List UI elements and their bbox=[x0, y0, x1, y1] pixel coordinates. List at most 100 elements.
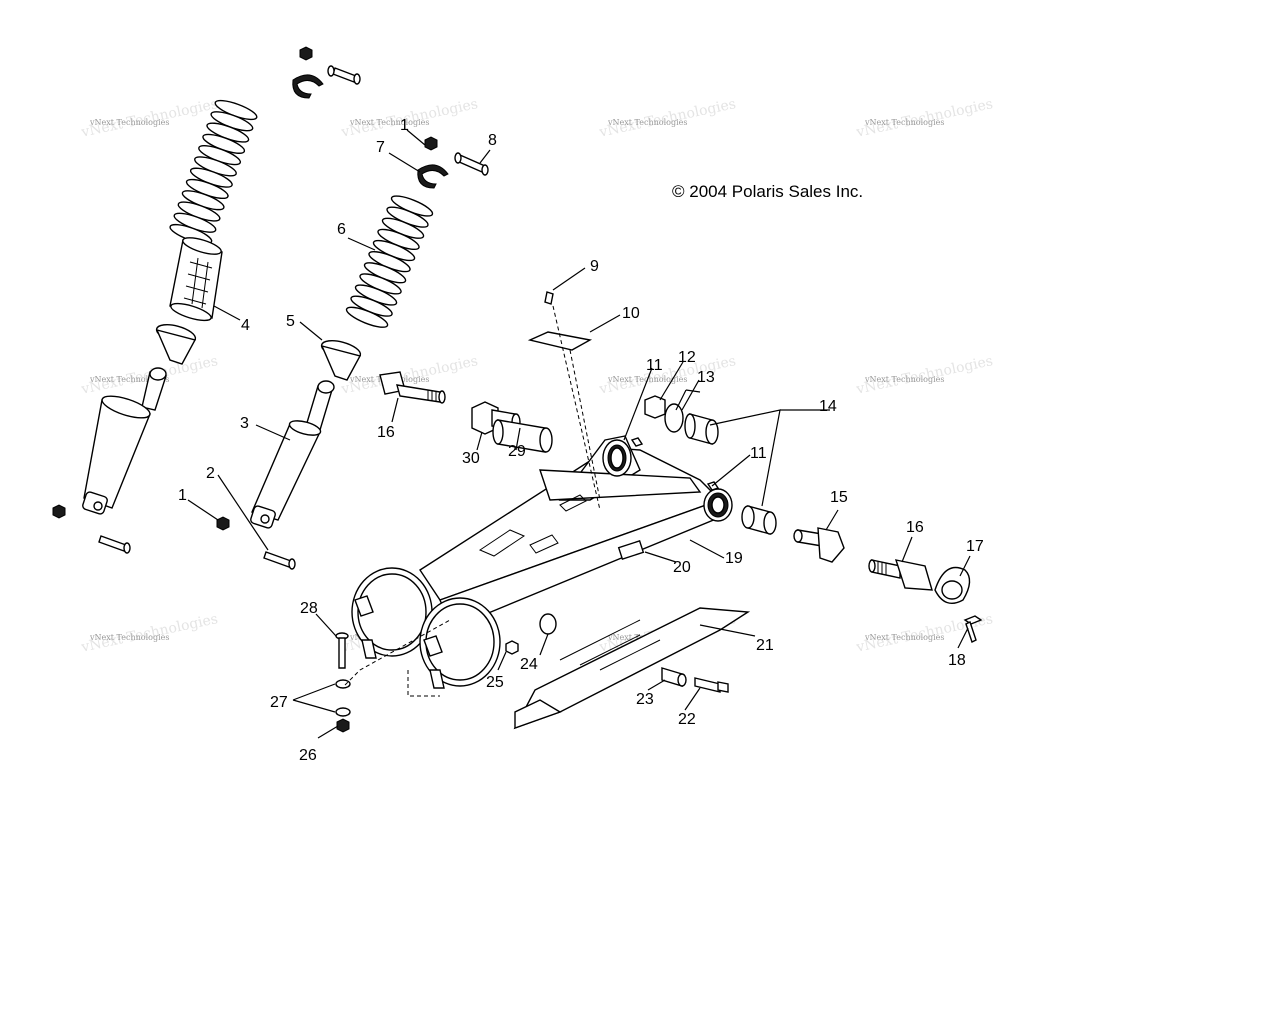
cone-bumper-right bbox=[320, 339, 362, 381]
grease-fitting bbox=[706, 481, 720, 491]
pivot-nut bbox=[644, 395, 666, 419]
upper-nut bbox=[424, 136, 438, 151]
callout-16-lower: 16 bbox=[906, 519, 924, 536]
lock-nut bbox=[336, 718, 350, 733]
pivot-shaft-lower bbox=[868, 559, 933, 591]
screw bbox=[544, 291, 554, 305]
callout-22: 22 bbox=[678, 711, 696, 728]
callout-11-lower: 11 bbox=[750, 445, 767, 462]
watermark: vNext Technologies vNext Technologies bbox=[79, 96, 219, 141]
callout-9: 9 bbox=[590, 258, 599, 275]
left-shock-body bbox=[82, 367, 167, 515]
callout-7: 7 bbox=[376, 139, 385, 156]
pivot-washer bbox=[664, 403, 684, 433]
pivot-sleeve bbox=[492, 419, 553, 453]
left-spring bbox=[169, 99, 258, 245]
washer-upper bbox=[335, 679, 351, 689]
upper-pivot-tube bbox=[602, 439, 632, 477]
right-shock-body bbox=[250, 380, 335, 529]
pivot-hardware bbox=[379, 291, 719, 453]
leader-lines bbox=[187, 129, 971, 739]
lock-plate bbox=[934, 566, 971, 604]
callout-27: 27 bbox=[270, 694, 288, 711]
callout-29: 29 bbox=[508, 443, 526, 460]
mid-nut bbox=[216, 516, 230, 531]
callout-8: 8 bbox=[488, 132, 497, 149]
callout-6: 6 bbox=[337, 221, 346, 238]
left-shock-assembly bbox=[52, 46, 361, 554]
callout-20: 20 bbox=[673, 559, 691, 576]
lower-left-hardware bbox=[335, 632, 351, 733]
callout-1-lower: 1 bbox=[178, 487, 187, 504]
callout-1-upper: 1 bbox=[400, 117, 409, 134]
small-nut bbox=[505, 640, 519, 655]
swing-arm bbox=[351, 435, 733, 689]
svg-text:vNext Technologies: vNext Technologies bbox=[864, 118, 944, 127]
pivot-shaft-upper bbox=[379, 371, 446, 404]
callout-13: 13 bbox=[697, 369, 715, 386]
upper-bolt-right bbox=[454, 152, 489, 176]
callout-18: 18 bbox=[948, 652, 966, 669]
upper-bushing bbox=[684, 413, 719, 445]
roller bbox=[539, 613, 557, 635]
lower-bushing bbox=[741, 505, 777, 535]
svg-text:vNext Technologies: vNext Technologies bbox=[349, 118, 429, 127]
mount-plate bbox=[527, 331, 593, 351]
watermark: vNext Technologies vNext Technologies bbox=[339, 96, 479, 141]
callout-12: 12 bbox=[678, 349, 696, 366]
spacer bbox=[661, 667, 687, 687]
right-shock-assembly bbox=[216, 136, 489, 570]
callout-21: 21 bbox=[756, 637, 774, 654]
pivot-pin bbox=[793, 527, 845, 563]
spring-retainer-right bbox=[417, 164, 449, 189]
top-bolt bbox=[327, 65, 361, 85]
svg-text:vNext Technologies: vNext Technologies bbox=[864, 633, 944, 642]
centerlines bbox=[344, 305, 601, 697]
callout-3: 3 bbox=[240, 415, 249, 432]
grease-fitting bbox=[630, 437, 644, 447]
callout-14: 14 bbox=[819, 398, 837, 415]
svg-text:vNext Technologies: vNext Technologies bbox=[89, 633, 169, 642]
right-hardware bbox=[741, 505, 983, 643]
lower-pivot-tube bbox=[703, 488, 733, 522]
callout-19: 19 bbox=[725, 550, 743, 567]
cone-bumper bbox=[155, 323, 197, 365]
lock-bolt bbox=[963, 615, 983, 643]
callout-25: 25 bbox=[486, 674, 504, 691]
watermark: vNext Technologies vNext Technologies bbox=[79, 611, 219, 656]
callout-24: 24 bbox=[520, 656, 538, 673]
right-spring bbox=[345, 195, 434, 328]
callout-30: 30 bbox=[462, 450, 480, 467]
watermark: vNext Technologies vNext Technologies bbox=[854, 353, 994, 398]
callout-2: 2 bbox=[206, 465, 215, 482]
callout-26: 26 bbox=[299, 747, 317, 764]
callout-17: 17 bbox=[966, 538, 984, 555]
callout-4: 4 bbox=[241, 317, 250, 334]
mid-bolt bbox=[263, 551, 296, 570]
callout-labels: 1 2 3 4 5 6 7 8 9 10 11 11 12 13 14 15 1… bbox=[178, 117, 984, 764]
top-nut bbox=[299, 46, 313, 61]
callout-10: 10 bbox=[622, 305, 640, 322]
bumper-sleeve bbox=[169, 237, 223, 322]
copyright-text: © 2004 Polaris Sales Inc. bbox=[672, 182, 863, 201]
callout-5: 5 bbox=[286, 313, 295, 330]
svg-text:vNext Technologies: vNext Technologies bbox=[89, 118, 169, 127]
callout-11-upper: 11 bbox=[646, 357, 663, 374]
lower-bolt bbox=[98, 535, 131, 554]
svg-text:vNext Technologies: vNext Technologies bbox=[864, 375, 944, 384]
axle-rings bbox=[351, 567, 501, 689]
svg-text:vNext Technologies: vNext Technologies bbox=[607, 118, 687, 127]
washer-lower bbox=[335, 707, 351, 717]
callout-28: 28 bbox=[300, 600, 318, 617]
watermark: vNext Technologies vNext Technologies bbox=[597, 353, 737, 398]
skid-guard bbox=[513, 607, 751, 730]
svg-text:vNext Technologies: vNext Technologies bbox=[89, 375, 169, 384]
callout-16-upper: 16 bbox=[377, 424, 395, 441]
guard-bolt bbox=[694, 677, 729, 693]
lower-nut bbox=[52, 504, 66, 519]
watermark: vNext Technologies vNext Technologies bbox=[597, 96, 737, 141]
callout-23: 23 bbox=[636, 691, 654, 708]
spring-retainer bbox=[292, 74, 324, 99]
watermark: vNext Technologies vNext Technologies bbox=[854, 96, 994, 141]
